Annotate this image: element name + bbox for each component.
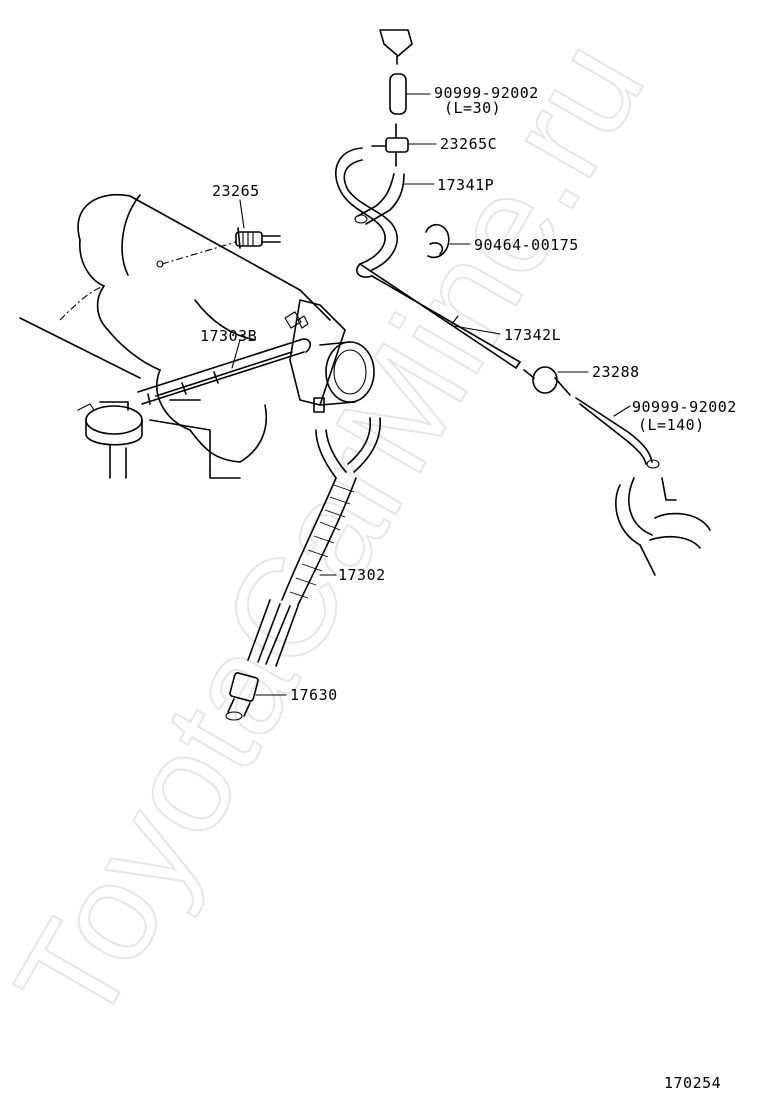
- leader-lines: [231, 93, 631, 696]
- part-label-17341p[interactable]: 17341P: [437, 176, 494, 194]
- sensor-hose-drawing: [137, 338, 381, 721]
- part-label-23288[interactable]: 23288: [592, 363, 640, 381]
- intake-manifold-drawing: [19, 194, 375, 479]
- part-note-length-140: (L=140): [638, 416, 705, 434]
- vacuum-hose-drawing: [335, 29, 711, 576]
- part-label-90464-00175[interactable]: 90464-00175: [474, 236, 579, 254]
- part-label-90999-92002-long[interactable]: 90999-92002: [632, 398, 737, 416]
- part-label-90999-92002-short[interactable]: 90999-92002: [434, 84, 539, 102]
- part-label-23265[interactable]: 23265: [212, 182, 260, 200]
- diagram-id: 170254: [664, 1074, 721, 1092]
- part-label-23265c[interactable]: 23265C: [440, 135, 497, 153]
- watermark-text: ToyotaCarMine.ru: [0, 15, 673, 1050]
- part-label-17342l[interactable]: 17342L: [504, 326, 561, 344]
- part-note-length-30: (L=30): [444, 99, 501, 117]
- part-label-17302[interactable]: 17302: [338, 566, 386, 584]
- part-label-17303b[interactable]: 17303B: [200, 327, 257, 345]
- part-labels: 90999-92002 (L=30) 23265C 17341P 90464-0…: [200, 84, 737, 1092]
- part-label-17630[interactable]: 17630: [290, 686, 338, 704]
- vsv-23265-drawing: [156, 227, 281, 268]
